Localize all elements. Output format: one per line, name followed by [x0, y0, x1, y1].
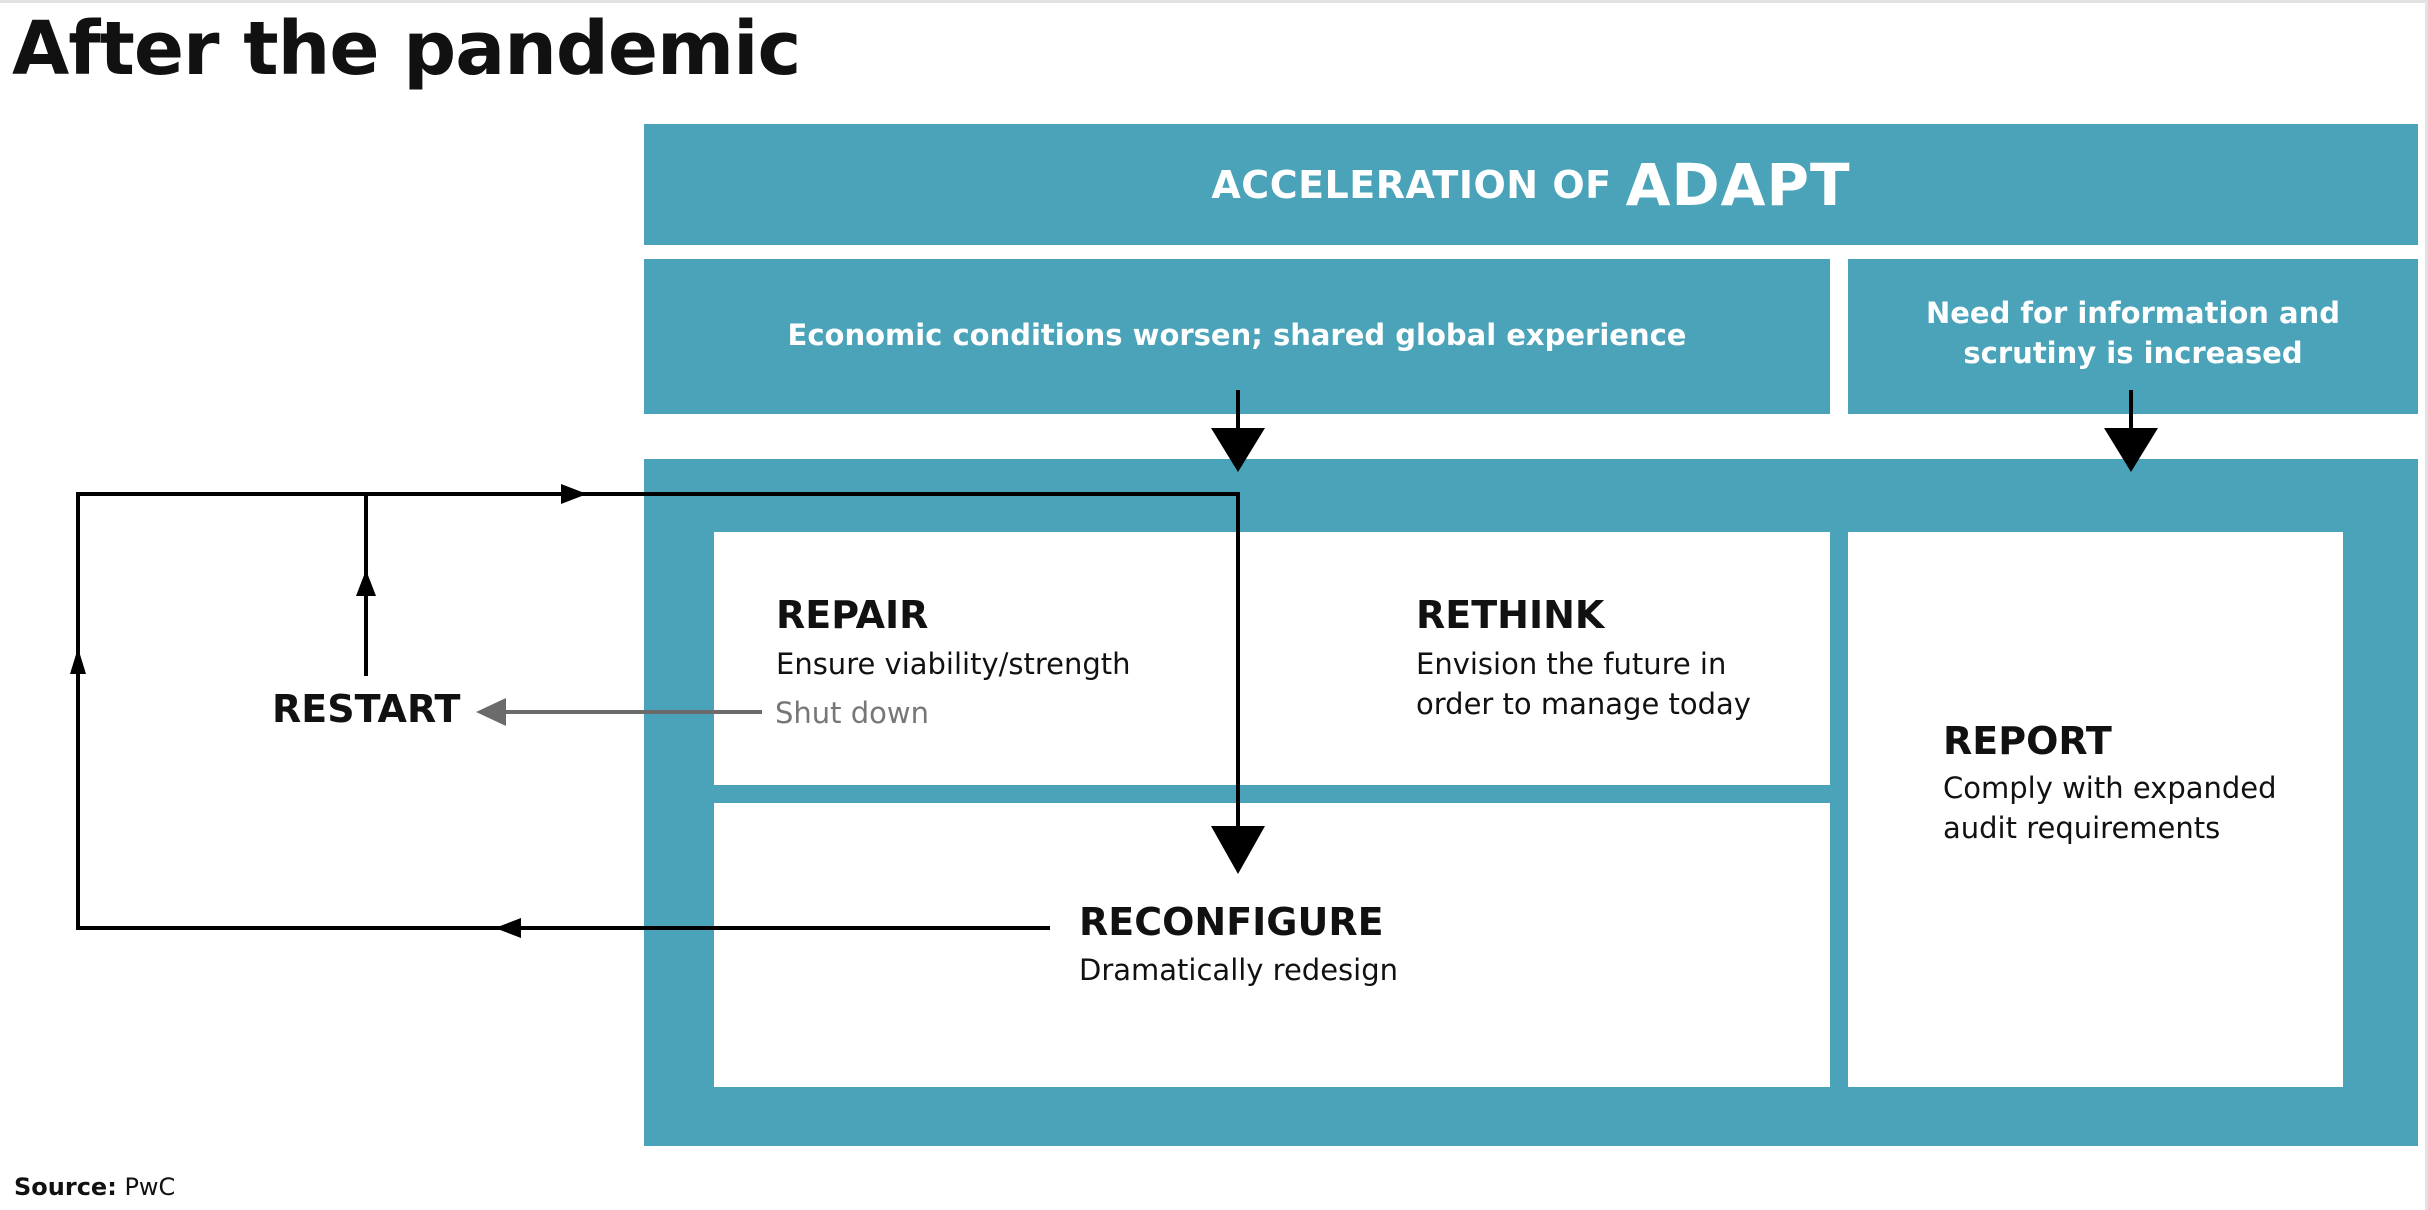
source-value: PwC: [124, 1173, 176, 1201]
reconfigure-box: [714, 803, 1830, 1087]
reconfigure-heading: RECONFIGURE: [1079, 900, 1384, 944]
information-text: Need for information and scrutiny is inc…: [1848, 293, 2418, 373]
page-title: After the pandemic: [12, 6, 801, 92]
repair-heading: REPAIR: [776, 593, 929, 637]
feedback-loop-line: [76, 492, 1240, 930]
loop-right-arrowhead: [561, 484, 587, 504]
information-box: Need for information and scrutiny is inc…: [1848, 259, 2418, 414]
loop-up-arrowhead: [70, 648, 86, 674]
restart-up-arrowhead: [356, 570, 376, 596]
frame-right-border: [2425, 0, 2428, 1210]
restart-heading: RESTART: [272, 687, 461, 731]
rethink-line-1: Envision the future in: [1416, 647, 1727, 681]
reconfigure-desc: Dramatically redesign: [1079, 953, 1399, 987]
rethink-heading: RETHINK: [1416, 593, 1605, 637]
information-line-2: scrutiny is increased: [1963, 336, 2303, 370]
rethink-line-2: order to manage today: [1416, 687, 1751, 721]
information-line-1: Need for information and: [1925, 296, 2341, 330]
adapt-banner: ACCELERATION OF ADAPT: [644, 124, 2418, 245]
repair-desc: Ensure viability/strength: [776, 647, 1131, 681]
conditions-arrowhead: [1211, 428, 1265, 472]
source-label: Source:: [14, 1173, 117, 1201]
report-heading: REPORT: [1943, 719, 2112, 763]
report-box: [1848, 532, 2343, 1087]
shut-down-arrowhead: [476, 698, 506, 726]
report-line-1: Comply with expanded: [1943, 771, 2277, 805]
shut-down-label: Shut down: [775, 696, 930, 730]
reconfigure-arrowhead: [1211, 826, 1265, 874]
information-arrowhead: [2104, 428, 2158, 472]
repair-rethink-box: [714, 532, 1830, 785]
conditions-text: Economic conditions worsen; shared globa…: [787, 318, 1687, 352]
source-note: Source: PwC: [14, 1172, 175, 1202]
banner-emphasis: ADAPT: [1625, 150, 1851, 219]
report-line-2: audit requirements: [1943, 811, 2221, 845]
banner-prefix: ACCELERATION OF: [1211, 162, 1612, 207]
frame-top-border: [0, 0, 2428, 3]
conditions-box: Economic conditions worsen; shared globa…: [644, 259, 1830, 414]
loop-left-arrowhead: [495, 918, 521, 938]
